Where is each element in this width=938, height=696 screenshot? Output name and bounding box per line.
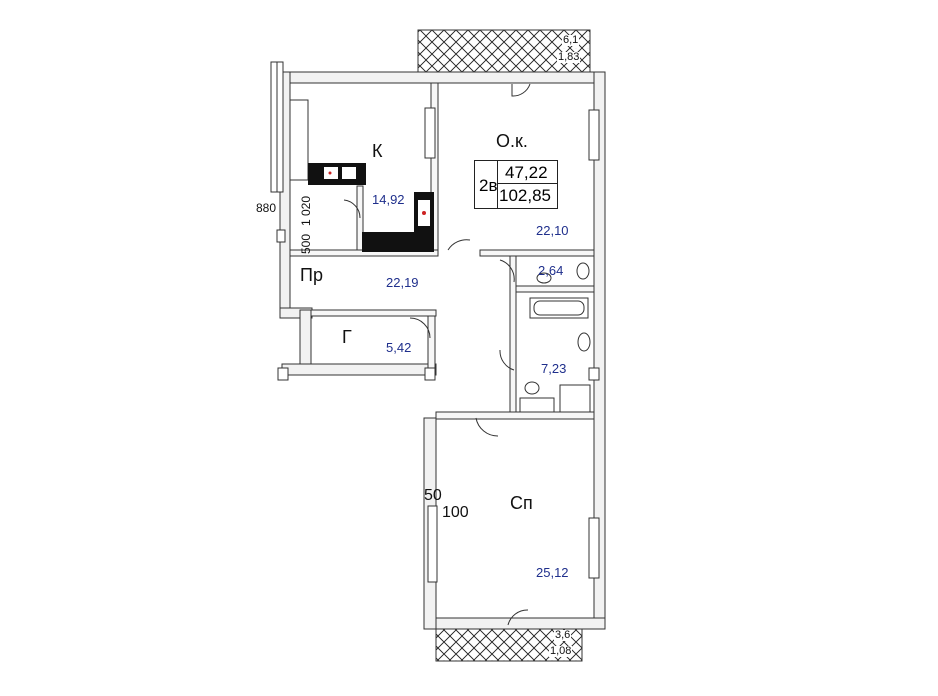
dimension-100: 100 bbox=[442, 504, 469, 521]
room-area-wc: 2,64 bbox=[538, 263, 564, 278]
balcony-bottom-code: 3,6 bbox=[554, 629, 572, 641]
room-label-hall: Пр bbox=[300, 265, 323, 285]
room-label-kitchen: К bbox=[372, 141, 383, 161]
bathroom-fixtures bbox=[519, 262, 591, 413]
kitchen-fixtures bbox=[289, 99, 434, 252]
balcony-bottom-area: 1,08 bbox=[549, 645, 573, 657]
exterior-walls bbox=[279, 71, 606, 630]
dimension-1020: 1 020 bbox=[299, 195, 313, 226]
doors bbox=[343, 83, 531, 626]
room-area-hall: 22,19 bbox=[386, 275, 419, 290]
column-markers bbox=[276, 229, 600, 381]
room-label-bedroom: Сп bbox=[510, 493, 533, 513]
apartment-type: 2в bbox=[479, 176, 498, 195]
room-area-living: 22,10 bbox=[536, 223, 569, 238]
summary-divider-vertical bbox=[497, 161, 498, 208]
room-label-wardrobe: Г bbox=[342, 327, 352, 347]
living-area: 47,22 bbox=[505, 163, 548, 182]
balcony-top-area: 1,83 bbox=[557, 51, 581, 63]
room-label-living: О.к. bbox=[496, 131, 528, 151]
room-area-bath: 7,23 bbox=[541, 361, 567, 376]
dimension-50: 50 bbox=[424, 487, 442, 504]
balcony-top-code: 6,1 bbox=[562, 34, 580, 46]
room-area-wardrobe: 5,42 bbox=[386, 340, 412, 355]
room-area-kitchen: 14,92 bbox=[372, 192, 405, 207]
interior-walls bbox=[289, 82, 595, 420]
windows bbox=[270, 61, 600, 583]
summary-divider-horizontal bbox=[497, 183, 557, 184]
apartment-summary: 2в 47,22 102,85 bbox=[474, 160, 558, 209]
room-area-bedroom: 25,12 bbox=[536, 565, 569, 580]
total-area: 102,85 bbox=[499, 186, 551, 205]
dimension-500: 500 bbox=[299, 233, 313, 254]
dimension-880: 880 bbox=[256, 201, 277, 215]
